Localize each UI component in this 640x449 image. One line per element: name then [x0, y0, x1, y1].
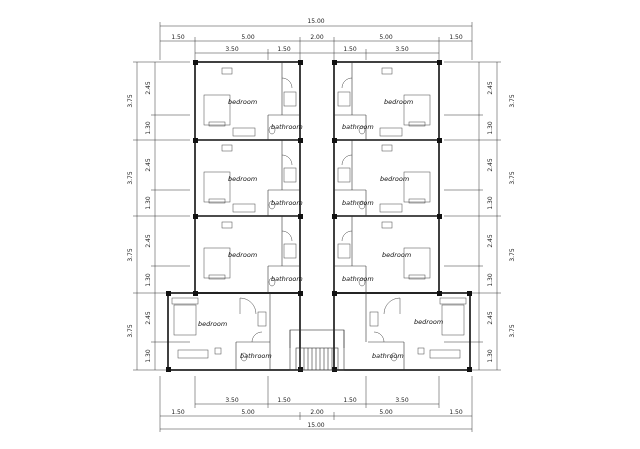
total-width-top: 15.00 [307, 18, 324, 25]
right-outer-4: 3.75 [509, 324, 516, 338]
left-outer-4: 3.75 [127, 324, 134, 338]
left-outer-2: 3.75 [127, 171, 134, 185]
bottom-sub-1: 3.50 [225, 397, 239, 404]
left-inner-7: 2.45 [145, 311, 152, 325]
unit-left-1: bedroom bathroom [203, 62, 303, 140]
total-width-bottom: 15.00 [307, 422, 324, 429]
unit-bottom-right: bedroom bathroom [365, 293, 467, 370]
top-sub-3: 1.50 [343, 46, 357, 53]
staircase [289, 330, 345, 371]
room-label-bedroom-r1: bedroom [384, 98, 413, 106]
unit-left-2: bedroom bathroom [203, 140, 303, 216]
room-label-bedroom-r2: bedroom [380, 175, 409, 183]
top-dimensions: 15.00 1.50 5.00 2.00 5.00 1.50 3.50 1.50… [159, 18, 473, 60]
right-inner-2: 1.30 [487, 121, 494, 135]
top-seg-5: 1.50 [449, 34, 463, 41]
room-label-bedroom-r3: bedroom [382, 251, 411, 259]
left-outer-1: 3.75 [127, 94, 134, 108]
right-inner-8: 1.30 [487, 349, 494, 363]
right-inner-1: 2.45 [487, 81, 494, 95]
room-label-bathroom-l3: bathroom [271, 275, 303, 283]
bottom-sub-3: 1.50 [343, 397, 357, 404]
right-inner-5: 2.45 [487, 234, 494, 248]
unit-right-3: bedroom bathroom [334, 216, 431, 293]
right-outer-1: 3.75 [509, 94, 516, 108]
bottom-seg-5: 1.50 [449, 409, 463, 416]
top-seg-2: 5.00 [241, 34, 255, 41]
right-inner-4: 1.30 [487, 196, 494, 210]
bottom-seg-4: 5.00 [379, 409, 393, 416]
left-outer-3: 3.75 [127, 248, 134, 262]
top-sub-4: 3.50 [395, 46, 409, 53]
columns [166, 60, 472, 372]
bottom-seg-3: 2.00 [310, 409, 324, 416]
room-label-bedroom-bl: bedroom [198, 320, 227, 328]
unit-left-3: bedroom bathroom [203, 216, 303, 293]
top-sub-2: 1.50 [277, 46, 291, 53]
right-dimensions: 2.45 1.30 2.45 1.30 2.45 1.30 2.45 1.30 … [444, 61, 516, 371]
room-label-bathroom-l2: bathroom [271, 199, 303, 207]
right-inner-6: 1.30 [487, 273, 494, 287]
left-inner-2: 1.30 [145, 121, 152, 135]
right-outer-2: 3.75 [509, 171, 516, 185]
right-inner-3: 2.45 [487, 158, 494, 172]
left-inner-4: 1.30 [145, 196, 152, 210]
left-inner-6: 1.30 [145, 273, 152, 287]
room-label-bedroom-l3: bedroom [228, 251, 257, 259]
right-inner-7: 2.45 [487, 311, 494, 325]
room-label-bedroom-br: bedroom [414, 318, 443, 326]
bottom-dimensions: 3.50 1.50 1.50 3.50 1.50 5.00 2.00 5.00 … [159, 376, 473, 432]
building-walls [167, 61, 471, 371]
right-outer-3: 3.75 [509, 248, 516, 262]
top-seg-1: 1.50 [171, 34, 185, 41]
room-label-bathroom-br: bathroom [372, 352, 404, 360]
bottom-sub-4: 3.50 [395, 397, 409, 404]
bottom-seg-2: 5.00 [241, 409, 255, 416]
unit-bottom-left: bedroom bathroom [171, 293, 272, 370]
room-label-bathroom-r1: bathroom [342, 123, 374, 131]
room-label-bedroom-l2: bedroom [228, 175, 257, 183]
left-inner-5: 2.45 [145, 234, 152, 248]
top-seg-4: 5.00 [379, 34, 393, 41]
left-inner-3: 2.45 [145, 158, 152, 172]
room-label-bathroom-bl: bathroom [240, 352, 272, 360]
top-seg-3: 2.00 [310, 34, 324, 41]
left-inner-8: 1.30 [145, 349, 152, 363]
bottom-sub-2: 1.50 [277, 397, 291, 404]
bottom-seg-1: 1.50 [171, 409, 185, 416]
room-label-bathroom-l1: bathroom [271, 123, 303, 131]
room-label-bathroom-r2: bathroom [342, 199, 374, 207]
unit-right-2: bedroom bathroom [334, 140, 431, 216]
left-dimensions: 3.75 3.75 3.75 3.75 2.45 1.30 2.45 1.30 … [127, 61, 190, 371]
left-inner-1: 2.45 [145, 81, 152, 95]
room-label-bedroom-l1: bedroom [228, 98, 257, 106]
unit-right-1: bedroom bathroom [334, 62, 431, 140]
room-label-bathroom-r3: bathroom [342, 275, 374, 283]
top-sub-1: 3.50 [225, 46, 239, 53]
